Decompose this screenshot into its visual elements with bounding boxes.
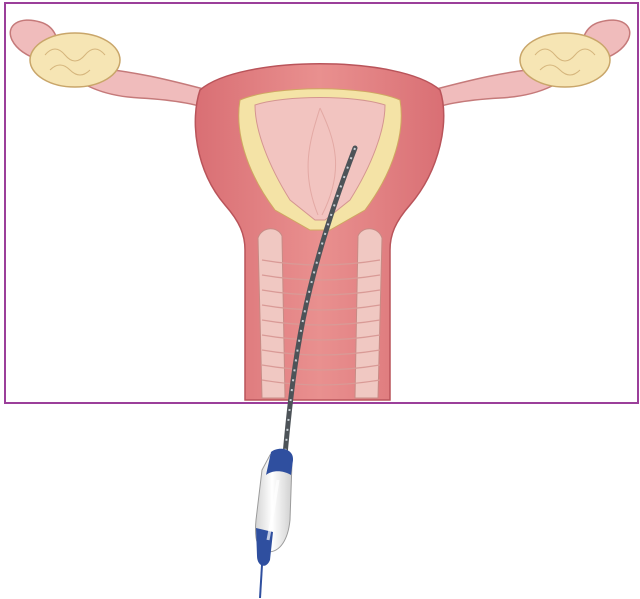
handle-top-cap: [266, 449, 293, 475]
cervix-right: [355, 229, 382, 398]
catheter-handle: [256, 449, 294, 598]
cervix: [258, 229, 285, 398]
left-ovary: [30, 33, 120, 87]
handle-tail: [260, 565, 262, 598]
right-ovary: [520, 33, 610, 87]
